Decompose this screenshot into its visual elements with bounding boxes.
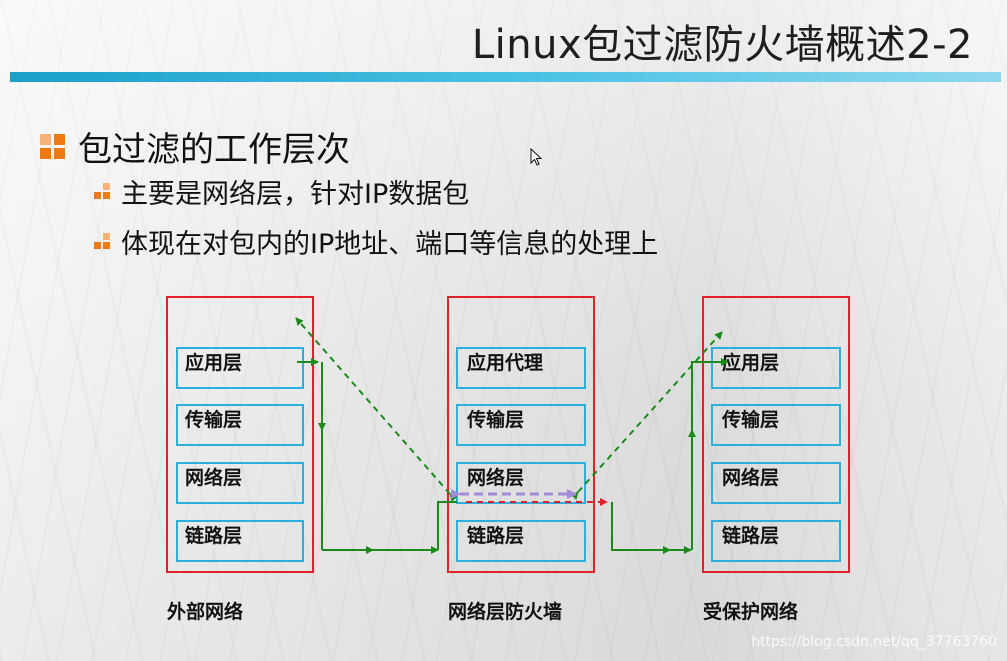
sub-bullet: 主要是网络层，针对IP数据包 [94,172,469,211]
column-external-network: 应用层 传输层 网络层 链路层 外部网络 [166,296,314,623]
title-underline-bar [10,72,1001,82]
square-bullet-icon [94,233,111,250]
layer-label: 网络层 [722,466,779,489]
layer-label: 链路层 [467,524,524,547]
slide-title: Linux包过滤防火墙概述2-2 [471,22,973,68]
arrow-segment [437,501,457,550]
layer-label: 传输层 [184,408,242,431]
square-bullet-icon [40,133,66,160]
dashed-arrow [570,331,723,500]
dashed-arrow [295,317,458,502]
mouse-cursor-icon [530,148,543,166]
layer-label: 应用层 [722,351,779,374]
sub-bullet-text: 主要是网络层，针对IP数据包 [121,179,470,210]
column-caption: 网络层防火墙 [448,600,562,623]
square-bullet-icon [94,183,111,200]
layer-box [711,520,841,562]
sub-bullet: 体现在对包内的IP地址、端口等信息的处理上 [94,222,658,261]
layer-label: 应用层 [185,351,242,374]
column-caption: 受保护网络 [703,600,798,623]
layer-box [456,520,586,562]
column-firewall: 应用代理 传输层 网络层 链路层 网络层防火墙 [447,296,595,623]
layer-label: 传输层 [466,408,524,431]
watermark-url: https://blog.csdn.net/qq_37763760 [751,634,997,650]
logical-connection [295,317,723,502]
layer-label: 应用代理 [467,351,543,374]
column-caption: 外部网络 [167,600,243,623]
layer-label: 链路层 [722,524,779,547]
main-bullet-text: 包过滤的工作层次 [78,130,350,170]
sub-bullet-text: 体现在对包内的IP地址、端口等信息的处理上 [121,229,659,260]
column-protected-network: 应用层 传输层 网络层 链路层 受保护网络 [702,296,850,623]
layer-label: 网络层 [467,466,524,489]
main-bullet: 包过滤的工作层次 [40,122,350,171]
arrow-segment [611,502,671,554]
layer-label: 网络层 [185,466,242,489]
layer-label: 传输层 [721,408,779,431]
layer-box [176,520,304,562]
layer-label: 链路层 [185,524,242,547]
